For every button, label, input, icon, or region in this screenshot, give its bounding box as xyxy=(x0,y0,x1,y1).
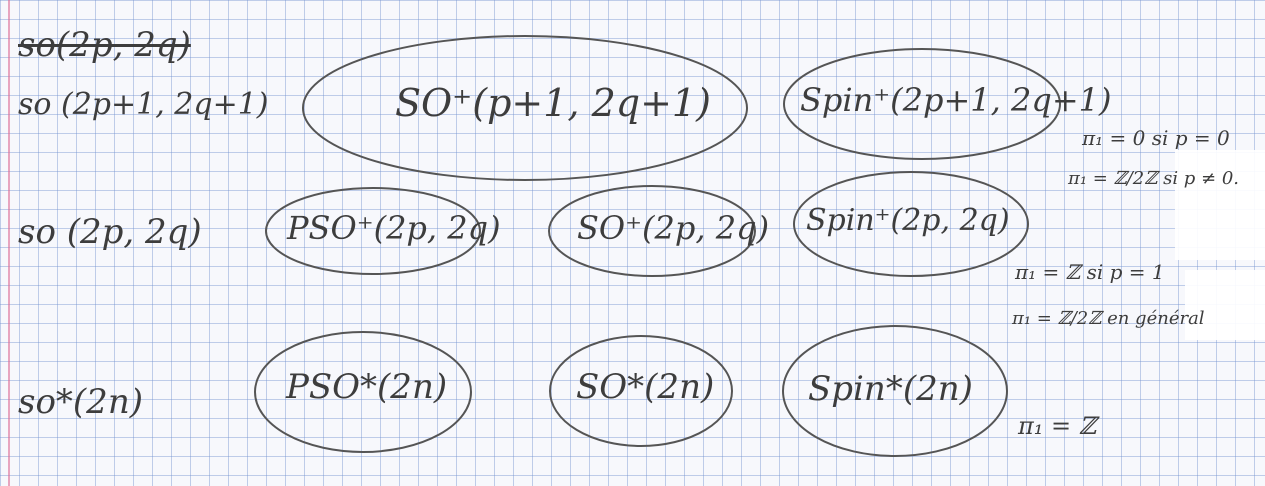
group-spin-star: Spin*(2n) xyxy=(808,369,973,409)
ellipse-pso-plus xyxy=(265,187,481,275)
ellipse-so-plus xyxy=(548,185,756,277)
ellipse-so-plus-odd xyxy=(302,35,748,181)
note-pi1-zero: π₁ = 0 si p = 0 xyxy=(1082,126,1230,150)
erased-patch xyxy=(1175,150,1265,260)
ellipse-spin-star xyxy=(782,325,1008,457)
top-label-crossed: so(2p, 2q) xyxy=(18,25,191,65)
group-spin-plus: Spin⁺(2p, 2q) xyxy=(806,203,1010,238)
notebook-margin-line xyxy=(8,0,10,486)
group-pso-star: PSO*(2n) xyxy=(286,367,448,407)
note-pi1-z2: π₁ = ℤ/2ℤ si p ≠ 0. xyxy=(1068,168,1240,189)
middle-label: so (2p, 2q) xyxy=(18,212,202,252)
ellipse-spin-plus-odd xyxy=(783,48,1061,160)
ellipse-pso-star xyxy=(254,331,472,453)
group-spin-plus-odd: Spin⁺(2p+1, 2q+1) xyxy=(800,81,1112,119)
group-pso-plus: PSO⁺(2p, 2q) xyxy=(287,209,501,247)
erased-patch xyxy=(1185,270,1265,340)
top-label: so (2p+1, 2q+1) xyxy=(18,87,269,122)
group-so-plus: SO⁺(2p, 2q) xyxy=(577,209,770,247)
bottom-label: so*(2n) xyxy=(18,382,143,422)
note-pi1-z2-general: π₁ = ℤ/2ℤ en général xyxy=(1012,308,1205,329)
note-pi1-z: π₁ = ℤ si p = 1 xyxy=(1015,260,1165,284)
group-so-plus-odd: SO⁺(p+1, 2q+1) xyxy=(395,81,711,125)
group-so-star: SO*(2n) xyxy=(576,367,715,407)
ellipse-so-star xyxy=(549,335,733,447)
note-pi1-z-bottom: π₁ = ℤ xyxy=(1018,412,1097,440)
ellipse-spin-plus xyxy=(793,171,1029,277)
